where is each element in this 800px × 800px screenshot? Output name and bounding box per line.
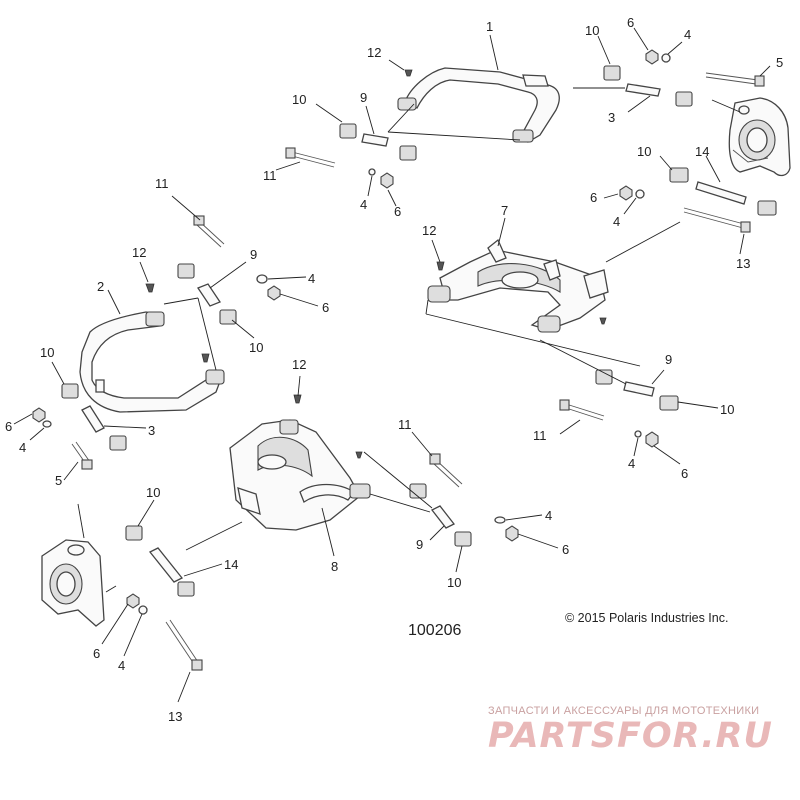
leader-lines [13, 27, 771, 703]
callout-4: 4 [118, 658, 125, 673]
callout-4: 4 [308, 271, 315, 286]
callout-3: 3 [148, 423, 155, 438]
bushing-10-left-lower[interactable] [125, 525, 195, 597]
nut-6-mid-top[interactable] [368, 168, 394, 189]
callout-10: 10 [146, 485, 160, 500]
callout-9: 9 [416, 537, 423, 552]
callout-13: 13 [736, 256, 750, 271]
bolt-12-mid-right[interactable] [436, 261, 445, 271]
callout-9: 9 [250, 247, 257, 262]
callout-6: 6 [627, 15, 634, 30]
watermark-logo: PARTSFOR.RU [488, 716, 773, 756]
nut-6-top[interactable] [645, 49, 671, 65]
bolt-5-top[interactable] [705, 72, 765, 87]
pivot-tube-3-top[interactable] [625, 83, 661, 97]
callout-11: 11 [155, 176, 169, 191]
callout-4: 4 [613, 214, 620, 229]
callout-12: 12 [132, 245, 146, 260]
callout-9: 9 [360, 90, 367, 105]
callout-5: 5 [55, 473, 62, 488]
callout-4: 4 [628, 456, 635, 471]
callout-3: 3 [608, 110, 615, 125]
callout-9: 9 [665, 352, 672, 367]
bolt-12-left[interactable] [145, 283, 210, 363]
nut-6-mid-right[interactable] [619, 185, 645, 201]
watermark-tagline: ЗАПЧАСТИ И АКСЕССУАРЫ ДЛЯ МОТОТЕХНИКИ [488, 705, 760, 717]
callout-12: 12 [367, 45, 381, 60]
callout-6: 6 [562, 542, 569, 557]
callout-12: 12 [292, 357, 306, 372]
callout-4: 4 [360, 197, 367, 212]
callout-6: 6 [590, 190, 597, 205]
callout-10: 10 [40, 345, 54, 360]
bolt-11-left[interactable] [193, 215, 225, 248]
pivot-tube-14-left[interactable] [148, 547, 184, 583]
bushing-10-mid-right[interactable] [669, 167, 777, 216]
callout-6: 6 [681, 466, 688, 481]
nut-6-center[interactable] [494, 516, 519, 542]
callout-14: 14 [695, 144, 709, 159]
bolt-11-center[interactable] [429, 453, 463, 488]
pivot-tube-14-right[interactable] [695, 181, 747, 205]
callout-11: 11 [398, 417, 412, 432]
callout-4: 4 [684, 27, 691, 42]
callout-6: 6 [322, 300, 329, 315]
lower-a-arm-8[interactable] [229, 419, 371, 531]
callout-8: 8 [331, 559, 338, 574]
bolt-13-right[interactable] [683, 207, 751, 233]
callout-6: 6 [5, 419, 12, 434]
callout-13: 13 [168, 709, 182, 724]
callout-6: 6 [93, 646, 100, 661]
steering-knuckle-left[interactable] [41, 539, 105, 627]
callout-12: 12 [422, 223, 436, 238]
upper-a-arm-1[interactable] [397, 67, 560, 143]
bolt-12-top[interactable] [404, 69, 413, 77]
pivot-tube-9-right[interactable] [623, 381, 655, 397]
bushing-10-top[interactable] [339, 123, 417, 161]
callout-2: 2 [97, 279, 104, 294]
callout-10: 10 [292, 92, 306, 107]
callout-14: 14 [224, 557, 238, 572]
callout-5: 5 [776, 55, 783, 70]
pivot-tube-9-center[interactable] [431, 505, 455, 529]
callout-10: 10 [637, 144, 651, 159]
bushing-10-right-lower[interactable] [595, 369, 679, 411]
pivot-tube-9-top[interactable] [361, 133, 389, 147]
nut-6-left-top[interactable] [256, 274, 281, 301]
callout-4: 4 [545, 508, 552, 523]
callout-7: 7 [501, 203, 508, 218]
callout-10: 10 [447, 575, 461, 590]
callout-10: 10 [585, 23, 599, 38]
nut-6-right-lower[interactable] [634, 430, 659, 448]
callout-11: 11 [533, 428, 547, 443]
callout-numbers: 1 2 3 3 4 4 4 4 4 4 4 4 5 5 6 6 6 6 6 6 … [5, 15, 783, 724]
bolt-5-left[interactable] [71, 441, 93, 470]
callout-6: 6 [394, 204, 401, 219]
callout-10: 10 [720, 402, 734, 417]
copyright-notice: © 2015 Polaris Industries Inc. [565, 611, 729, 625]
lower-a-arm-7[interactable] [427, 238, 609, 333]
bushing-10-left[interactable] [61, 383, 127, 451]
nut-6-left[interactable] [32, 407, 52, 428]
upper-a-arm-2[interactable] [79, 311, 225, 413]
callout-11: 11 [263, 168, 277, 183]
bolt-13-left[interactable] [165, 619, 203, 671]
pivot-tube-3-left[interactable] [81, 405, 105, 433]
bolt-11-right[interactable] [559, 399, 605, 421]
nut-6-left-lower[interactable] [126, 593, 148, 615]
bushing-upper-right[interactable] [603, 65, 693, 107]
callout-1: 1 [486, 19, 493, 34]
bushing-10-center[interactable] [409, 483, 472, 547]
callout-4: 4 [19, 440, 26, 455]
steering-knuckle-right[interactable] [728, 97, 791, 177]
bolt-12-center[interactable] [293, 394, 302, 404]
figure-number: 100206 [408, 622, 462, 639]
bolt-11-top[interactable] [285, 147, 336, 168]
pivot-tube-9-left[interactable] [197, 283, 221, 307]
callout-10: 10 [249, 340, 263, 355]
